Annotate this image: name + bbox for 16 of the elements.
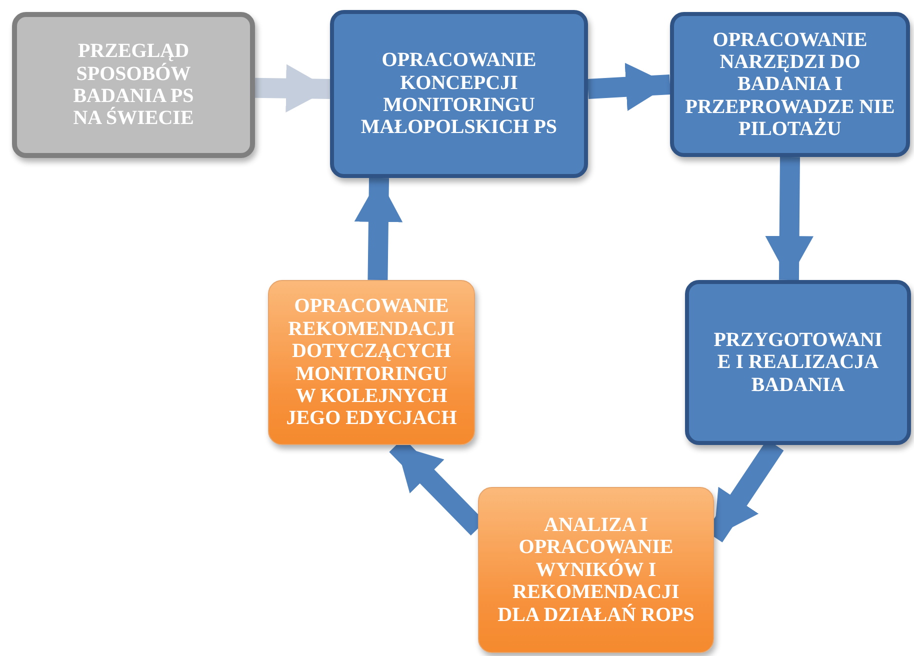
box-label: OPRACOWANIE REKOMENDACJI DOTYCZĄCYCH MONITORINGU W KOLEJNYCH JEGO EDYCJACH [285,295,458,430]
process-box [12,12,255,158]
box-label: PRZEGLĄD SPOSOBÓW BADANIA PS NA ŚWIECIE [72,40,195,130]
box-label: PRZYGOTOWANI E I REALIZACJA BADANIA [712,328,884,396]
block-arrow [765,156,814,280]
block-arrow [354,178,403,280]
process-box [330,10,588,178]
process-box [478,487,714,653]
box-label: OPRACOWANIE KONCEPCJI MONITORINGU MAŁOPOLSKICH PS [360,49,558,139]
box-label: OPRACOWANIE NARZĘDZI DO BADANIA I PRZEPROWADZE NIE PILOTAŻU [684,28,896,140]
box-label: ANALIZA I OPRACOWANIE WYNIKÓW I REKOMENDACJI DLA DZIAŁAŃ ROPS [497,514,695,626]
process-box [670,12,910,157]
process-box [268,280,475,445]
process-box [685,280,911,445]
block-arrow [254,64,330,113]
block-arrow [587,62,671,112]
